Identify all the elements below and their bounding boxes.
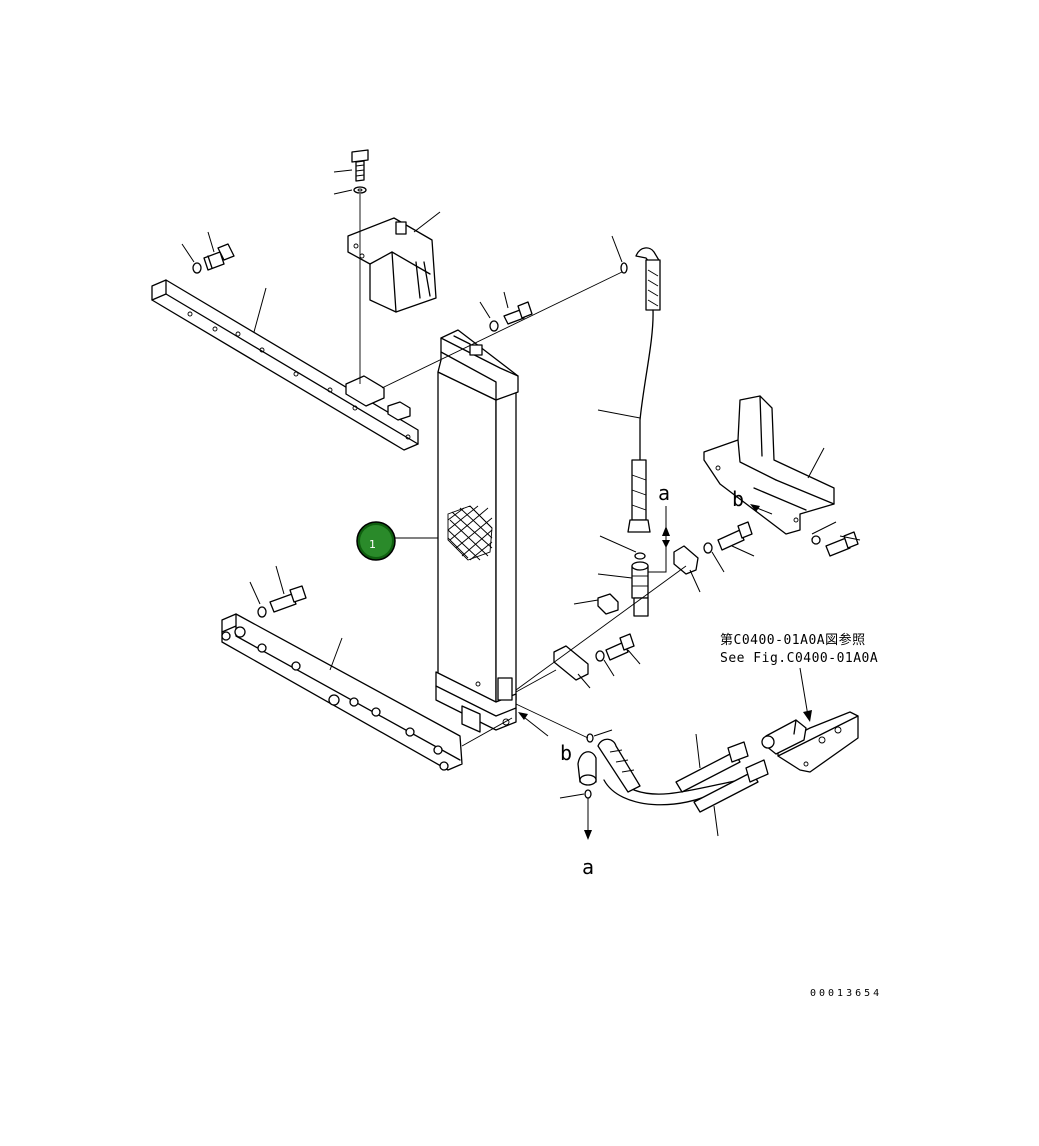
bolt-top [333,149,369,384]
upper-rail [151,279,419,451]
hose-lower [515,703,769,840]
radiator-core [435,329,519,733]
label-b-lower: b [560,741,572,765]
bolt-upper-left [181,231,235,274]
callout-number: 1 [369,538,376,551]
core-mesh [447,505,493,561]
bolt-right-middle [717,521,755,557]
lower-rail [221,613,513,771]
bolt-lower-left [249,565,307,618]
label-a-lower: a [582,855,594,879]
bracket-small [673,542,725,593]
callout-item-1[interactable]: 1 [356,521,438,561]
clip-middle [573,593,619,615]
bolt-lower-middle [595,633,641,677]
drawing-code: 00013654 [810,988,882,999]
label-b-upper: b [732,487,744,511]
fitting-middle [597,506,670,617]
arrow-b-lower [518,712,549,737]
right-bracket [703,395,835,535]
clamp-lower [515,565,687,693]
reference-note-jp: 第C0400-01A0A図参照 [720,632,866,648]
bolt-right-lower [811,521,861,557]
reference-note-en: See Fig.C0400-01A0A [720,651,878,666]
label-a-upper: a [658,481,670,505]
bracket-reference [761,667,859,773]
bolt-mid-top [381,271,623,389]
top-bracket [347,211,441,313]
hose-upper [597,235,661,533]
